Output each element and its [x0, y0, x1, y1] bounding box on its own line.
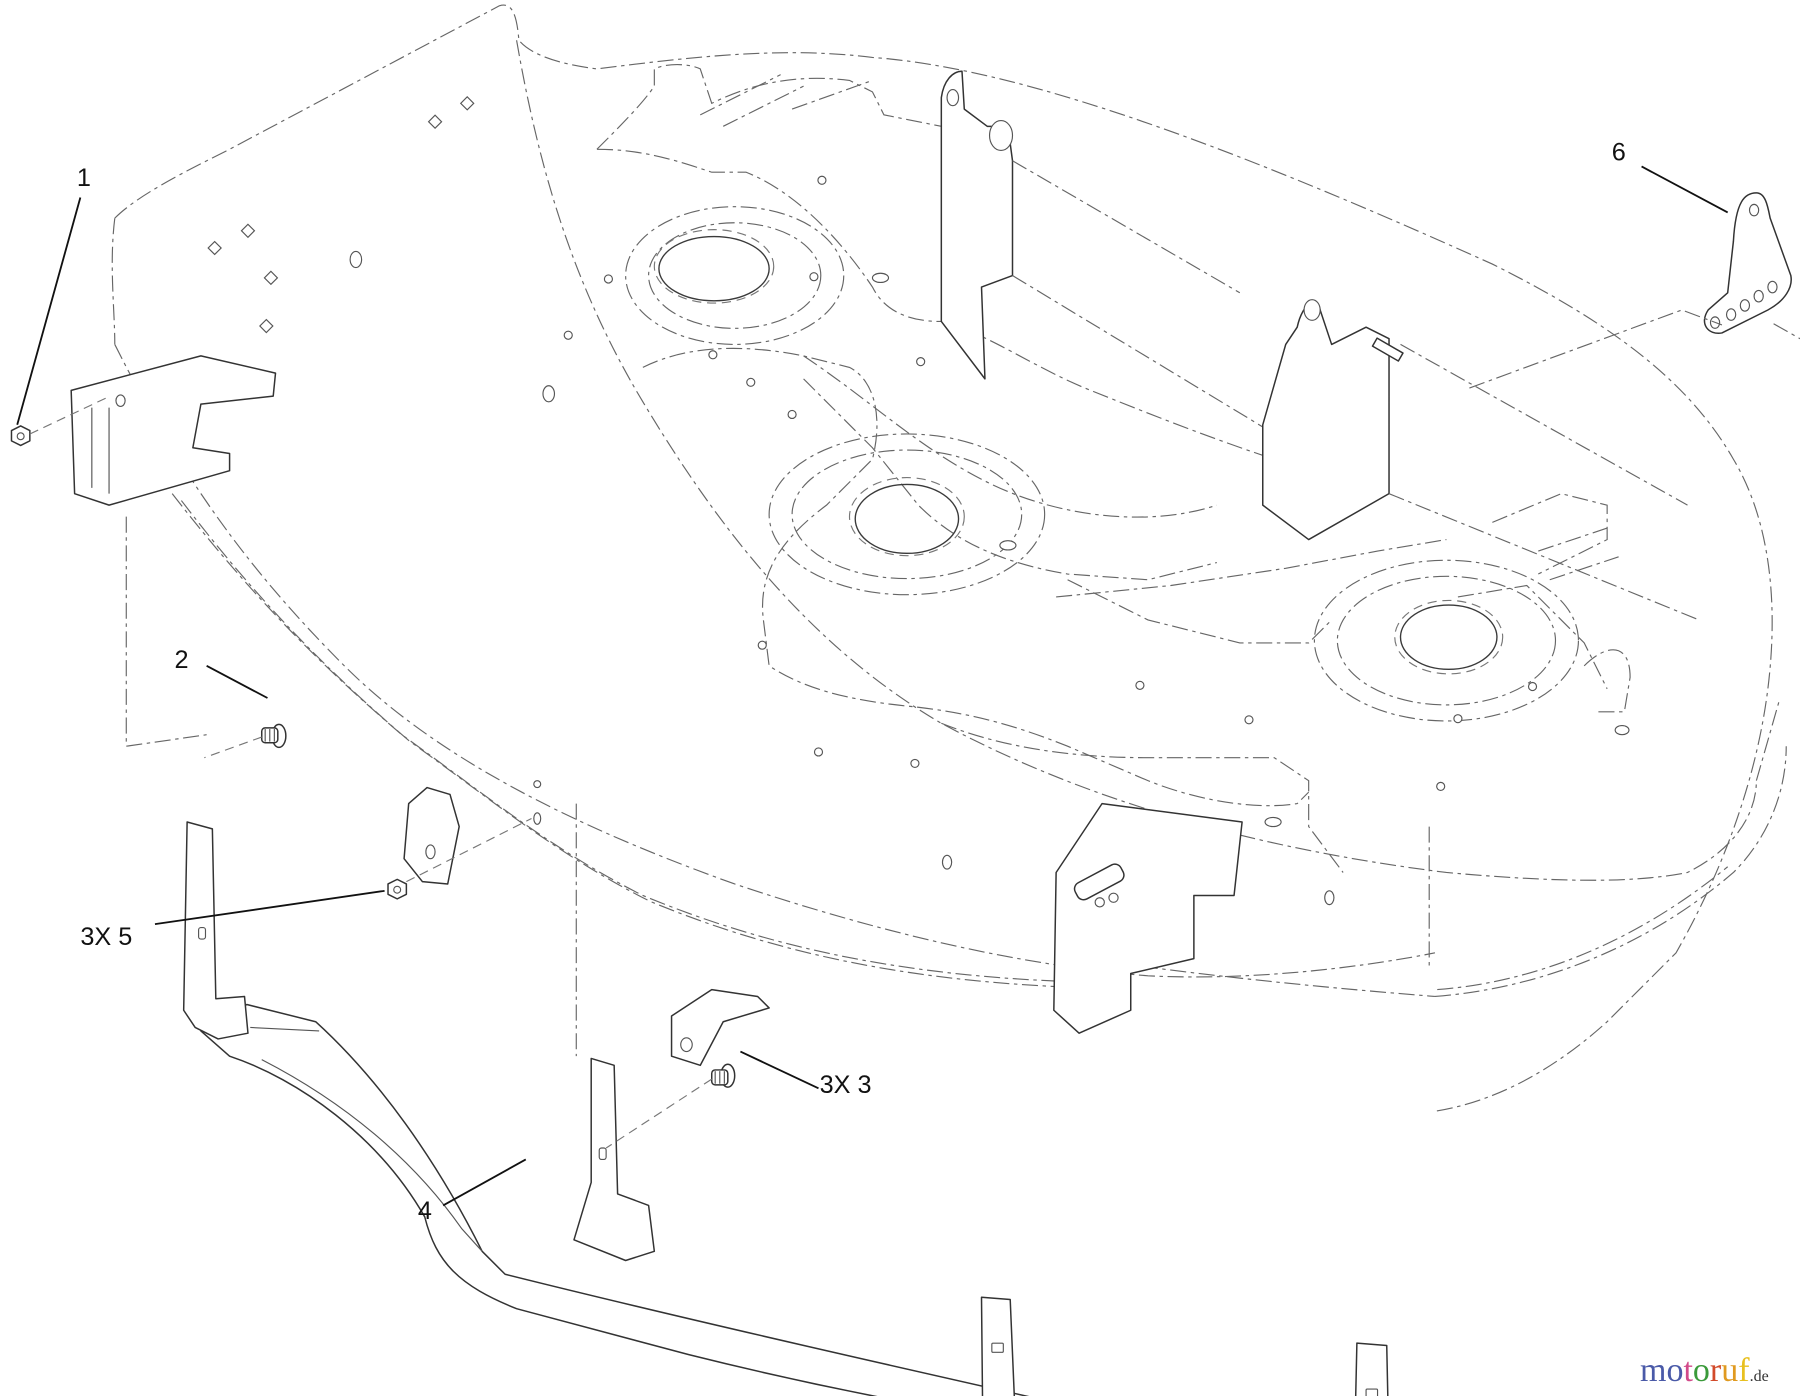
wm-letter: u	[1721, 1352, 1739, 1389]
callout-3: 3X 3	[820, 1071, 872, 1099]
wm-letter: r	[1709, 1352, 1722, 1389]
callout-1: 1	[77, 164, 91, 192]
wm-letter: t	[1683, 1352, 1693, 1389]
leader-6	[1641, 165, 1729, 214]
callout-4: 4	[418, 1197, 432, 1225]
hex-nut-part-5	[387, 878, 408, 900]
hardware	[10, 192, 1800, 1149]
link-plate-part-6	[1703, 192, 1792, 334]
callout-2: 2	[174, 646, 188, 674]
wm-letter: f	[1738, 1352, 1750, 1389]
leader-4	[442, 1158, 527, 1207]
leader-3	[740, 1050, 819, 1090]
leader-2	[206, 665, 268, 699]
hex-nut-part-1	[10, 425, 31, 447]
watermark-logo: motoruf.de	[1640, 1352, 1769, 1390]
deflector-shield	[182, 821, 1389, 1396]
leader-5	[154, 889, 385, 926]
leader-1	[16, 197, 82, 426]
wm-letter: o	[1666, 1352, 1684, 1389]
wm-suffix: .de	[1749, 1368, 1769, 1385]
carriage-bolt-part-3	[710, 1063, 736, 1088]
wm-letter: o	[1692, 1352, 1710, 1389]
deck-holes	[207, 96, 1630, 906]
callout-6: 6	[1612, 139, 1626, 167]
callout-5: 3X 5	[80, 923, 132, 951]
callouts: 1 2 3X 5 3X 3 4 6	[16, 139, 1729, 1225]
mower-deck	[70, 4, 1787, 1112]
carriage-bolt-part-2	[260, 723, 287, 749]
wm-letter: m	[1640, 1352, 1667, 1389]
